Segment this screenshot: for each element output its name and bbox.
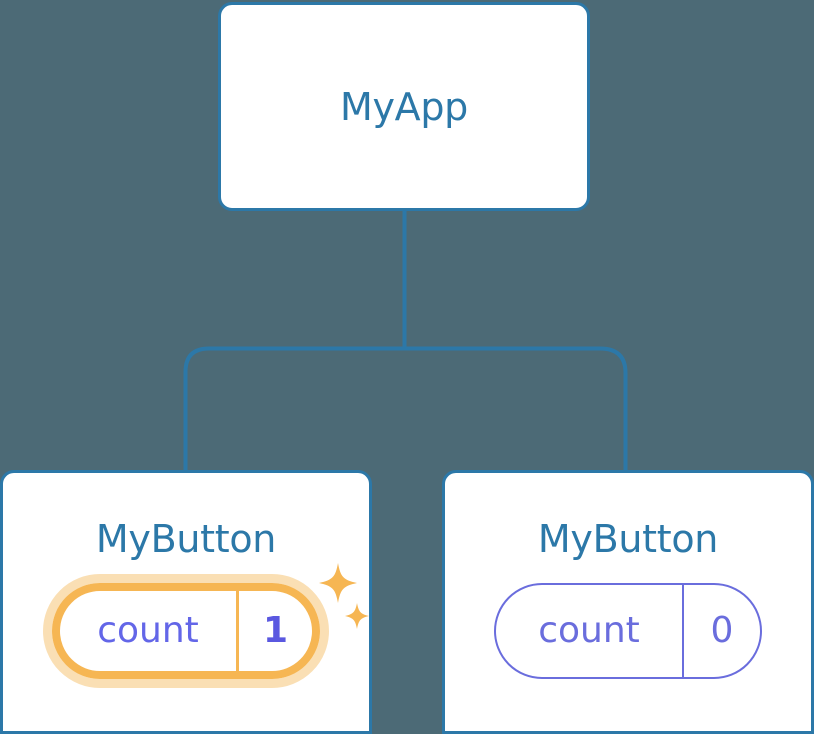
state-chip-count[interactable]: count 0 bbox=[494, 583, 762, 679]
highlight-glow bbox=[43, 574, 329, 688]
state-chip-wrapper: count 0 bbox=[494, 583, 762, 679]
state-chip-count[interactable]: count 1 bbox=[52, 583, 320, 679]
sparkle-small-icon bbox=[345, 603, 369, 629]
state-chip-wrapper: count 1 bbox=[43, 563, 369, 688]
state-key-label: count bbox=[538, 610, 640, 651]
node-title: MyButton bbox=[95, 517, 277, 561]
state-value-label: 0 bbox=[682, 585, 760, 677]
connector-branches bbox=[183, 346, 628, 470]
sparkle-large-icon bbox=[319, 563, 357, 603]
node-mybutton-left[interactable]: MyButton count 1 bbox=[0, 470, 372, 734]
node-title: MyButton bbox=[537, 517, 719, 561]
node-mybutton-right[interactable]: MyButton count 0 bbox=[442, 470, 814, 734]
state-value-label: 1 bbox=[236, 591, 312, 671]
node-myapp[interactable]: MyApp bbox=[218, 2, 590, 211]
state-key-label: count bbox=[97, 610, 199, 651]
node-title: MyApp bbox=[339, 84, 468, 129]
